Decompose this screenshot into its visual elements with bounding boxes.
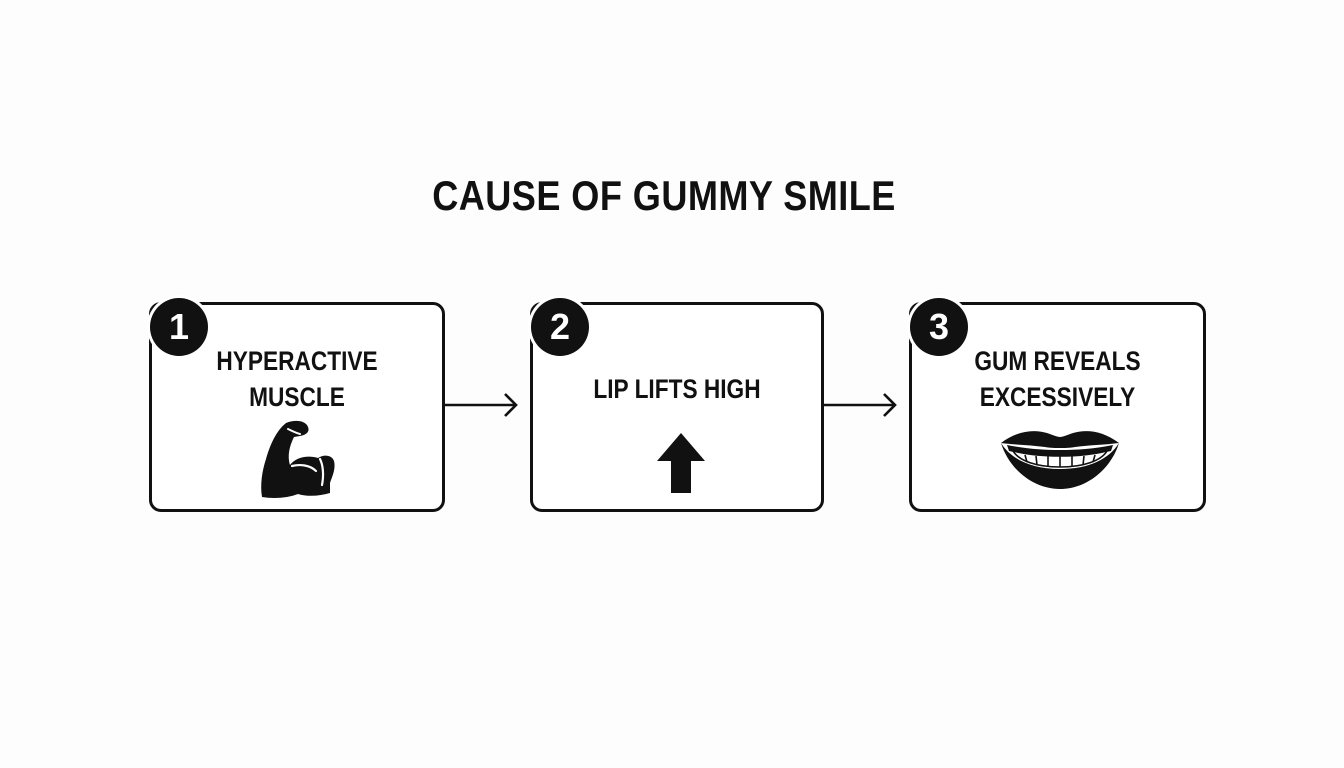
step-number-badge: 1 xyxy=(150,298,208,356)
step-label-line: LIP LIFTS HIGH xyxy=(593,374,761,404)
step-label: LIP LIFTS HIGH xyxy=(556,371,798,407)
step-number-badge: 2 xyxy=(531,298,589,356)
step-card-2: 2 LIP LIFTS HIGH xyxy=(530,298,824,512)
step-label-line: EXCESSIVELY xyxy=(979,382,1136,412)
step-label-line: MUSCLE xyxy=(249,382,345,412)
flow-arrow-1-to-2 xyxy=(445,393,518,417)
step-label-line: HYPERACTIVE xyxy=(216,346,378,376)
arrow-up-icon xyxy=(657,433,705,493)
step-label: HYPERACTIVE MUSCLE xyxy=(175,343,419,415)
flow-arrow-2-to-3 xyxy=(824,393,897,417)
flexed-bicep-icon xyxy=(261,420,335,498)
smiling-lips-icon xyxy=(1001,431,1119,489)
step-card-3: 3 GUM REVEALS EXCESSIVELY xyxy=(909,298,1206,512)
diagram-title: CAUSE OF GUMMY SMILE xyxy=(432,172,896,219)
step-label: GUM REVEALS EXCESSIVELY xyxy=(935,343,1179,415)
step-card-1: 1 HYPERACTIVE MUSCLE xyxy=(149,298,445,512)
step-number-badge: 3 xyxy=(910,298,968,356)
step-label-line: GUM REVEALS xyxy=(974,346,1141,376)
